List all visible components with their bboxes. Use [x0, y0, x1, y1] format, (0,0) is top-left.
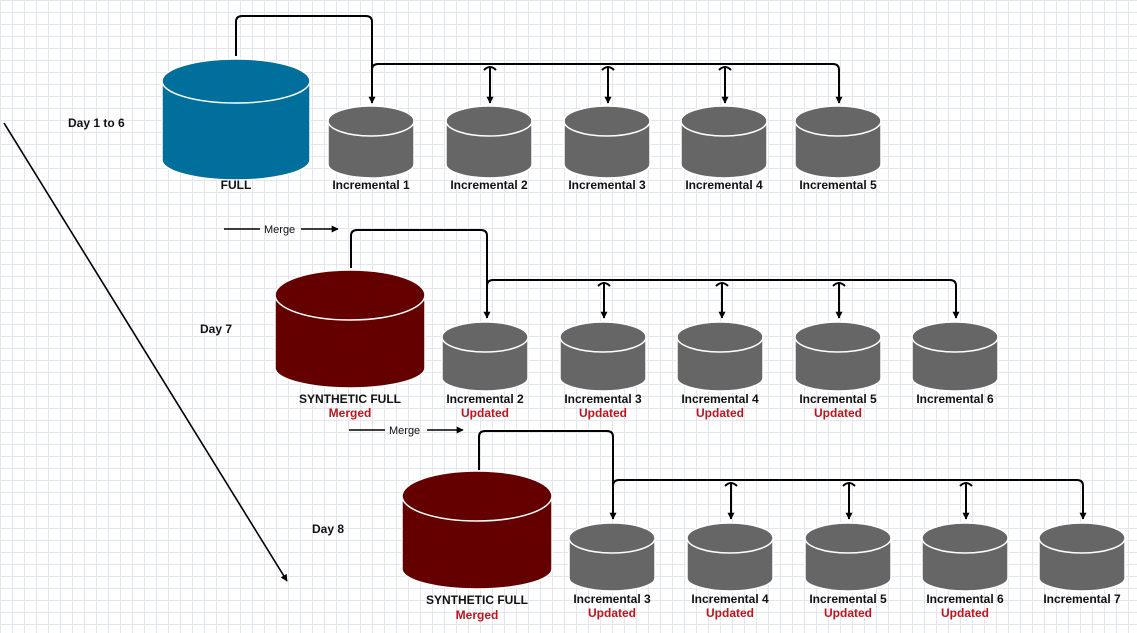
connectors-row-1: [235, 15, 843, 104]
incremental-label: Incremental 3: [573, 592, 651, 606]
updated-status: Updated: [579, 406, 627, 420]
updated-status: Updated: [588, 606, 636, 620]
connectors-row-3: [478, 430, 1087, 520]
incremental-label: Incremental 3: [568, 178, 646, 192]
incremental-label: Incremental 2: [450, 178, 528, 192]
full-backup-cylinder: [161, 58, 311, 181]
incremental-cylinder: [445, 105, 533, 179]
incremental-cylinder: [676, 321, 764, 392]
merged-status: Merged: [456, 608, 499, 622]
incremental-label: Incremental 3: [564, 392, 642, 406]
full-backup-label: FULL: [221, 178, 252, 192]
synthetic-full-label: SYNTHETIC FULL: [299, 392, 401, 406]
connectors-row-2: [350, 229, 960, 319]
updated-status: Updated: [461, 406, 509, 420]
day-label-2: Day 7: [200, 322, 232, 336]
merge-label-1: Merge: [264, 224, 295, 236]
incremental-cylinder: [327, 105, 415, 179]
incremental-label: Incremental 5: [799, 392, 877, 406]
updated-status: Updated: [824, 606, 872, 620]
updated-status: Updated: [941, 606, 989, 620]
incremental-label: Incremental 2: [446, 392, 524, 406]
incremental-label: Incremental 1: [332, 178, 410, 192]
incremental-cylinder: [563, 105, 651, 179]
synthetic-full-cylinder: [274, 269, 426, 389]
incremental-cylinder: [441, 321, 529, 392]
merge-arrow-2: Merge: [349, 425, 464, 437]
incremental-cylinder: [686, 522, 774, 592]
incremental-cylinder: [794, 321, 882, 392]
incremental-cylinder: [568, 522, 656, 592]
updated-status: Updated: [706, 606, 754, 620]
merged-status: Merged: [329, 406, 372, 420]
incremental-label: Incremental 5: [809, 592, 887, 606]
incremental-cylinder: [680, 105, 768, 179]
incremental-cylinder: [921, 522, 1009, 592]
incremental-label: Incremental 4: [681, 392, 759, 406]
incremental-label: Incremental 6: [926, 592, 1004, 606]
incremental-label: Incremental 6: [916, 392, 994, 406]
incremental-label: Incremental 5: [799, 178, 877, 192]
incremental-label: Incremental 4: [691, 592, 769, 606]
incremental-cylinder: [911, 321, 999, 392]
timeline-arrow: [3, 122, 288, 582]
incremental-cylinder: [1038, 522, 1126, 592]
incremental-cylinder: [794, 105, 882, 179]
synthetic-full-label: SYNTHETIC FULL: [426, 593, 528, 607]
synthetic-full-cylinder: [401, 470, 553, 590]
day-label-3: Day 8: [312, 522, 344, 536]
updated-status: Updated: [696, 406, 744, 420]
incremental-label: Incremental 7: [1043, 592, 1121, 606]
updated-status: Updated: [814, 406, 862, 420]
incremental-cylinder: [804, 522, 892, 592]
day-label-1: Day 1 to 6: [68, 116, 125, 130]
incremental-cylinder: [559, 321, 647, 392]
merge-label-2: Merge: [389, 425, 420, 437]
merge-arrow-1: Merge: [224, 224, 339, 236]
incremental-label: Incremental 4: [685, 178, 763, 192]
